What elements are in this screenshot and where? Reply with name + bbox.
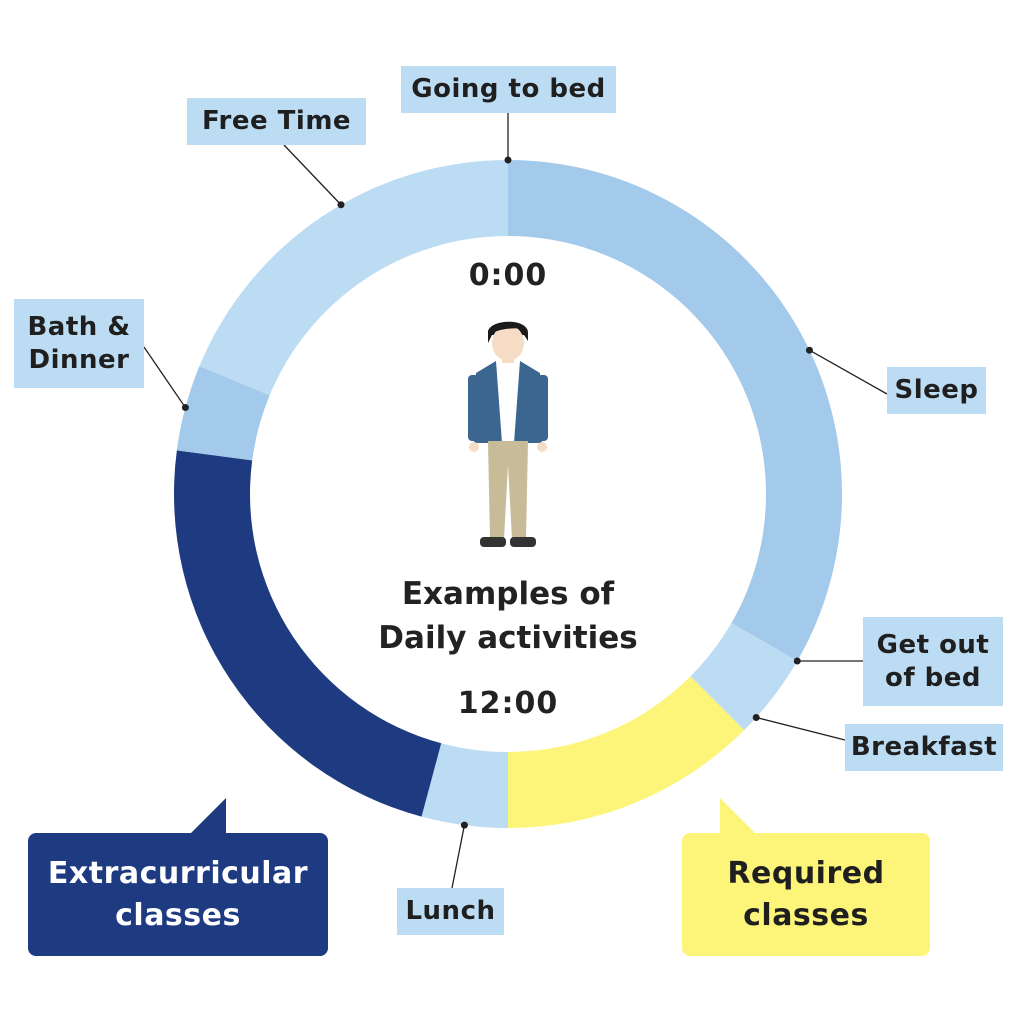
label-get-out-of-bed: Get out of bed bbox=[863, 617, 1003, 706]
label-get-out-line1: Get out bbox=[876, 629, 990, 660]
leader-line-lunch bbox=[451, 825, 466, 889]
label-get-out-line2: of bed bbox=[884, 662, 982, 693]
marker-dot-lunch bbox=[460, 821, 468, 829]
extracurricular-line1: Extracurricular bbox=[47, 855, 309, 891]
leader-line-free-time bbox=[283, 144, 342, 206]
segment-extracurricular-classes bbox=[173, 450, 442, 817]
required-line2: classes bbox=[743, 897, 869, 933]
leader-line-bath-dinner bbox=[143, 346, 186, 408]
segment-free-time bbox=[199, 160, 508, 396]
label-breakfast: Breakfast bbox=[845, 724, 1003, 771]
donut-segments bbox=[173, 160, 842, 829]
label-sleep: Sleep bbox=[887, 367, 986, 414]
segment-required-classes bbox=[508, 676, 745, 828]
marker-dot-free-time bbox=[337, 201, 345, 209]
bottom-time-label: 12:00 bbox=[457, 686, 559, 721]
extracurricular-bubble-tail bbox=[190, 798, 226, 834]
label-bath-dinner: Bath & Dinner bbox=[14, 299, 144, 388]
segment-sleep bbox=[508, 160, 842, 661]
label-lunch: Lunch bbox=[397, 888, 504, 935]
extracurricular-bubble: Extracurricular classes bbox=[28, 833, 328, 956]
required-bubble: Required classes bbox=[682, 833, 930, 956]
label-free-time: Free Time bbox=[187, 98, 366, 145]
label-bath-line2: Dinner bbox=[28, 344, 130, 375]
leader-line-breakfast bbox=[756, 716, 846, 741]
diagram-title: Examples of Daily activities bbox=[358, 572, 658, 660]
segment-breakfast bbox=[690, 623, 798, 731]
leader-lines bbox=[143, 113, 888, 889]
segment-bath-dinner bbox=[176, 366, 270, 461]
diagram-title-line2: Daily activities bbox=[378, 620, 638, 656]
label-going-to-bed: Going to bed bbox=[401, 66, 616, 113]
label-bath-line1: Bath & bbox=[27, 311, 131, 342]
marker-dot-going-to-bed bbox=[504, 156, 512, 164]
marker-dot-breakfast bbox=[752, 713, 760, 721]
segment-lunch bbox=[421, 743, 508, 829]
marker-dot-bath-dinner bbox=[181, 404, 189, 412]
leader-line-sleep bbox=[809, 349, 888, 395]
student-figure-icon bbox=[468, 321, 548, 547]
top-time-label: 0:00 bbox=[468, 258, 548, 293]
required-line1: Required bbox=[727, 855, 885, 891]
extracurricular-line2: classes bbox=[115, 897, 241, 933]
marker-dot-sleep bbox=[805, 346, 813, 354]
diagram-title-line1: Examples of bbox=[401, 576, 615, 612]
marker-dot-get-out-of-bed bbox=[793, 657, 801, 665]
required-bubble-tail bbox=[720, 798, 756, 834]
